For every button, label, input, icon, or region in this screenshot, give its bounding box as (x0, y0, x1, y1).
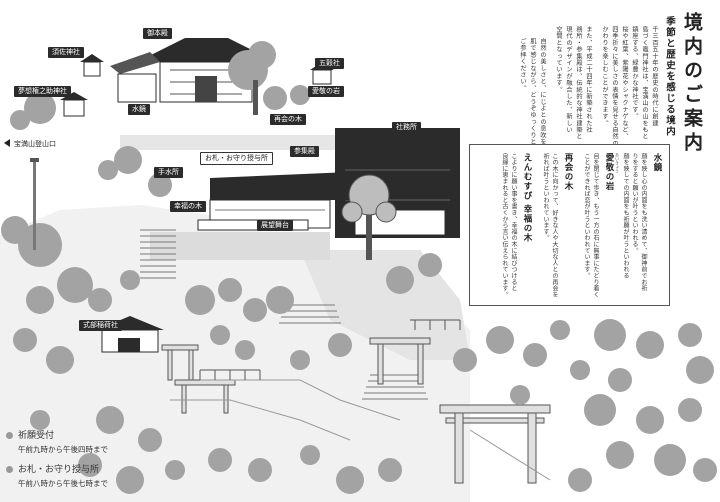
hours-amulet-time: 午前八時から午後七時まで (18, 479, 108, 488)
tree-by-hall (253, 80, 258, 115)
label-shamusho: 社務所 (392, 122, 421, 133)
hours-amulet-title: お札・お守り授与所 (18, 465, 100, 475)
bullet-icon (6, 466, 13, 473)
label-tenbo-stage: 展望舞台 (257, 220, 293, 231)
label-yume-shrine: 夢想権之助神社 (14, 86, 71, 97)
info-aikyo-text-1: 目を閉じて歩き、もう一方の石に無事にたどり着く (592, 153, 599, 298)
hours-prayer-title: 祈願受付 (18, 431, 55, 441)
upper-terrace (120, 135, 340, 150)
info-mizukagami-text-3: 顔を映しての内面をも祈願が叶うといわれる (622, 153, 629, 279)
intro-line-10: 空間となっています。 (555, 26, 562, 93)
hours-prayer: 祈願受付 午前九時から午後四時まで (6, 428, 108, 455)
info-saikai-text-1: この木に向かって、好きな人や大切な人との再会を (551, 153, 558, 298)
label-aikyo-rock: 愛敬の岩 (308, 86, 344, 97)
intro-line-5: 四季折々に美しさの表情を見せる自然の (611, 26, 618, 147)
info-aikyo-text-2: ことができれば恋が叶うといわれています。 (583, 153, 590, 279)
hours-amulet: お札・お守り授与所 午前八時から午後七時まで (6, 462, 108, 489)
intro-line-4: 桜や紅葉、紫陽花やシャクナゲなど、 (621, 26, 628, 140)
info-aikyo-title: 愛敬の岩 (604, 153, 614, 191)
intro-line-8: 務所・参集殿は、伝統的な神社建築と (575, 26, 582, 140)
intro-line-3: 鎮座する、緑豊かな神社です。 (631, 26, 638, 120)
info-mizukagami-text-2: りをすると願いが叶うといわれる。 (631, 153, 638, 254)
info-saikai-title: 再会の木 (563, 153, 573, 191)
info-mizukagami-title: 水鏡 (652, 153, 662, 172)
intro-line-1: 千三百五十年の歴史の時代に創建 (651, 26, 658, 127)
intro-line-7: また、平成二十四年に新築された社 (585, 26, 592, 134)
fences (199, 319, 461, 380)
page-title: 境内のご案内 (681, 12, 703, 156)
trail-arrow-icon (4, 139, 10, 147)
stone-wall (150, 232, 330, 260)
intro-line-11: 自然の美しさと、にじよとの息吹を (539, 38, 546, 146)
info-box: 水鏡 顔を映し心の内面をも洗い清めて、御神前でお祈 りをすると願いが叶うといわれ… (469, 144, 670, 306)
walkways (170, 379, 551, 481)
terrace (300, 250, 470, 360)
label-kofuku-tree: 幸福の木 (170, 201, 206, 212)
label-temizu: 手水所 (154, 167, 183, 178)
hours-prayer-time: 午前九時から午後四時まで (18, 445, 108, 454)
page-subtitle: 季節と歴史を感じる境内 (664, 16, 675, 137)
info-aikyo-ruby: あいきょう (615, 153, 620, 173)
torii-gates (161, 337, 551, 484)
stone-stairs (140, 229, 428, 400)
info-kofuku-text-1: こよりに願い事を書き、幸福の木に結びつけると (510, 153, 517, 292)
label-gosha: 五穀社 (315, 58, 344, 69)
label-mizukagami: 水鏡 (128, 104, 150, 115)
label-honden: 御本殿 (143, 28, 172, 39)
trees (1, 41, 717, 494)
saikai-tree (341, 174, 397, 260)
info-kofuku-text-2: 良縁に恵まれると古くから言い伝えられています。 (501, 153, 508, 298)
intro-line-2: 島づく竈門神社は、宝満山の山をもと (641, 26, 648, 140)
intro-line-6: かわりを楽しむことができます。 (601, 26, 608, 127)
intro-line-9: 現代のデザインが融合した、新しい (565, 26, 572, 134)
label-sanshuden: 参集殿 (290, 146, 319, 157)
flagpole (30, 158, 39, 250)
info-saikai-text-2: 祈れば叶うといわれています。 (542, 153, 549, 242)
info-mizukagami-text-1: 顔を映し心の内面をも洗い清めて、御神前でお祈 (640, 153, 647, 292)
label-mountain-trailhead: 宝満山登山口 (14, 140, 56, 148)
intro-line-13: ご参拝ください。 (519, 38, 526, 92)
label-shikibu-inari: 式部稲荷社 (79, 320, 122, 331)
label-saikai-tree: 再会の木 (270, 114, 306, 125)
intro-line-12: 肌で感じながら、どうぞゆっくりと (529, 38, 536, 146)
info-kofuku-title: えんむすび 幸福の木 (522, 153, 532, 243)
label-omamori: お札・お守り授与所 (200, 152, 273, 165)
label-suzaku-shrine: 須佐神社 (48, 47, 84, 58)
bullet-icon (6, 432, 13, 439)
